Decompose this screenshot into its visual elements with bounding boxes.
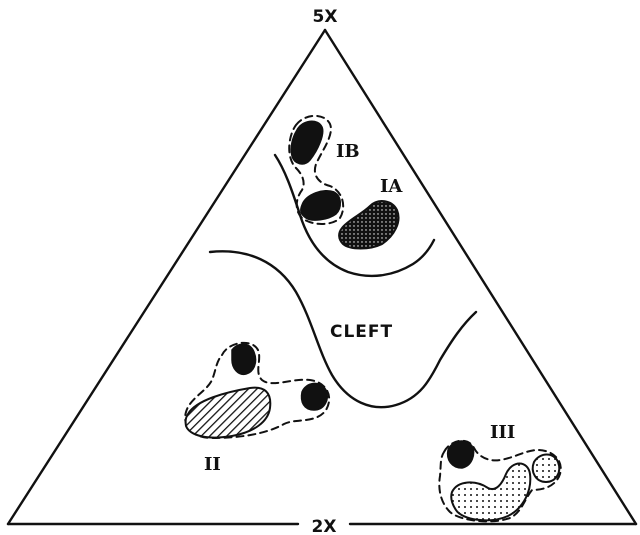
cluster-ia (339, 201, 398, 248)
cluster-iii (439, 441, 560, 522)
label-ii: II (204, 454, 221, 475)
label-ia: IA (380, 176, 403, 197)
label-iii: III (490, 422, 515, 443)
label-cleft: CLEFT (330, 322, 393, 342)
apex-label: 5X (313, 7, 338, 27)
cluster-ii (185, 343, 329, 438)
left-edge (8, 30, 325, 524)
base-label: 2X (312, 517, 337, 535)
label-ib: IB (336, 141, 360, 162)
cluster-ib (289, 116, 343, 224)
